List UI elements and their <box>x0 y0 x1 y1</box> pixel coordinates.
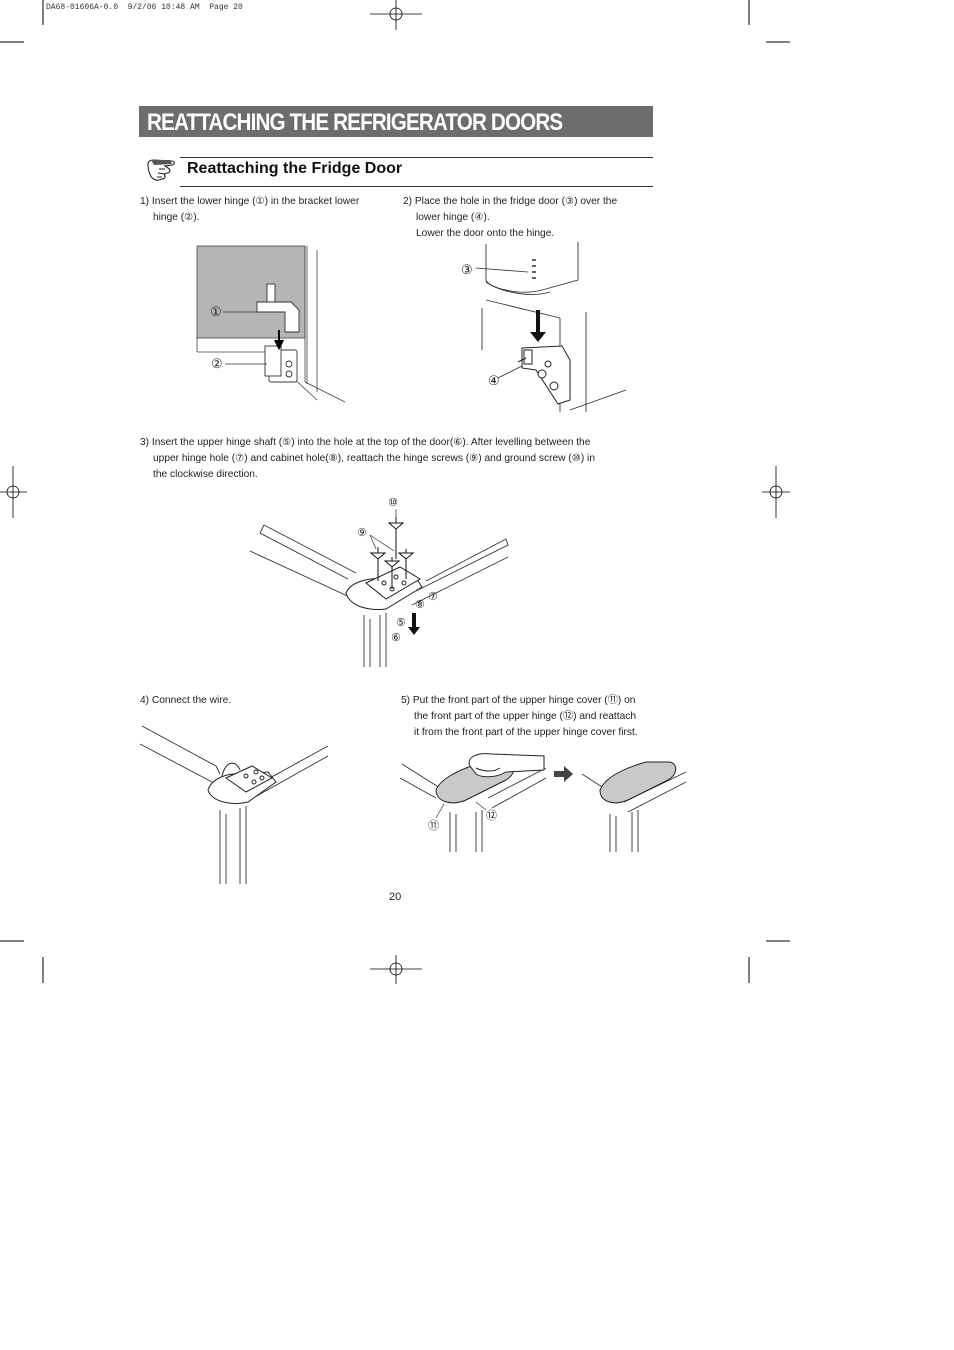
step-5-text: 5) Put the front part of the upper hinge… <box>401 695 638 738</box>
figure-lower-hinge-insert <box>196 245 346 403</box>
figure-upper-hinge <box>249 509 509 667</box>
callout-5: ⑤ <box>396 617 406 629</box>
step-3-text: 3) Insert the upper hinge shaft (⑤) into… <box>140 437 595 480</box>
figure-connect-wire <box>139 725 329 884</box>
callout-1: ① <box>210 304 222 319</box>
callout-12: ⑫ <box>486 810 497 822</box>
step-4-text: 4) Connect the wire. <box>140 695 232 706</box>
arrow-right-icon <box>554 766 573 782</box>
step-1-text: 1) Insert the lower hinge (①) in the bra… <box>140 196 360 223</box>
figure-door-over-hinge <box>475 242 627 412</box>
section-rule-top <box>180 157 653 158</box>
callout-9: ⑨ <box>357 527 367 539</box>
callout-6: ⑥ <box>391 632 401 644</box>
hand-pointing-icon <box>147 159 175 181</box>
step-2-text: 2) Place the hole in the fridge door (③)… <box>403 196 618 239</box>
callout-11: ⑪ <box>428 820 439 832</box>
figure-hinge-cover <box>399 753 687 852</box>
print-header: DA68-01606A-0.0 9/2/06 10:48 AM Page 20 <box>46 3 243 12</box>
callout-8: ⑧ <box>415 599 425 611</box>
callout-3: ③ <box>461 262 473 277</box>
section-rule-bottom <box>180 186 653 187</box>
page-number: 20 <box>389 891 402 903</box>
callout-2: ② <box>211 356 223 371</box>
callout-7: ⑦ <box>428 591 438 603</box>
callout-4: ④ <box>488 373 500 388</box>
callout-10: ⑩ <box>388 497 398 509</box>
section-title: Reattaching the Fridge Door <box>187 160 403 177</box>
page-title: REATTACHING THE REFRIGERATOR DOORS <box>147 109 563 136</box>
title-bar <box>139 106 653 137</box>
